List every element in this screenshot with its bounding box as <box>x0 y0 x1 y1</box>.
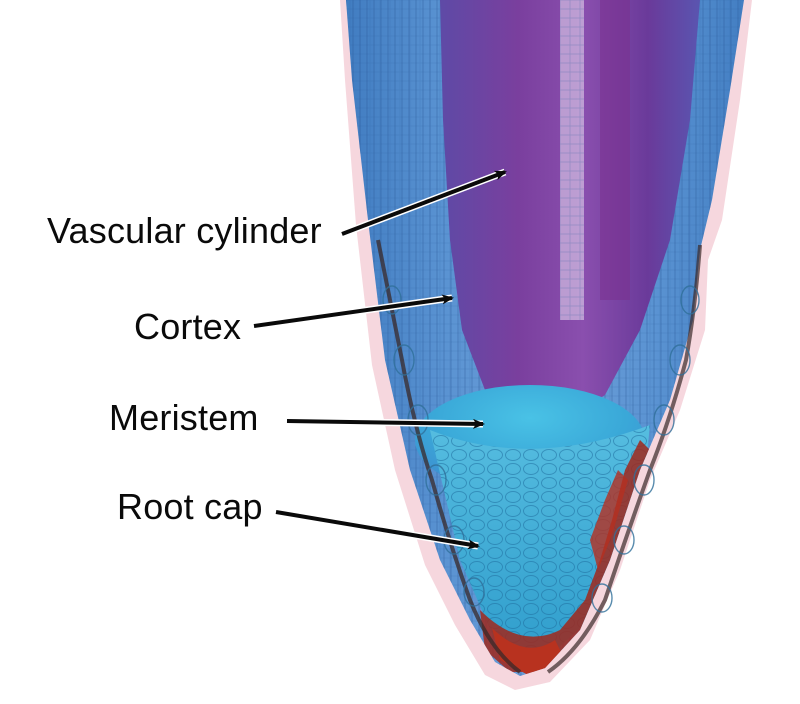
label-cortex: Cortex <box>134 306 242 347</box>
label-vascular-cylinder: Vascular cylinder <box>47 210 322 251</box>
label-meristem: Meristem <box>109 397 259 438</box>
label-root-cap: Root cap <box>117 486 263 527</box>
